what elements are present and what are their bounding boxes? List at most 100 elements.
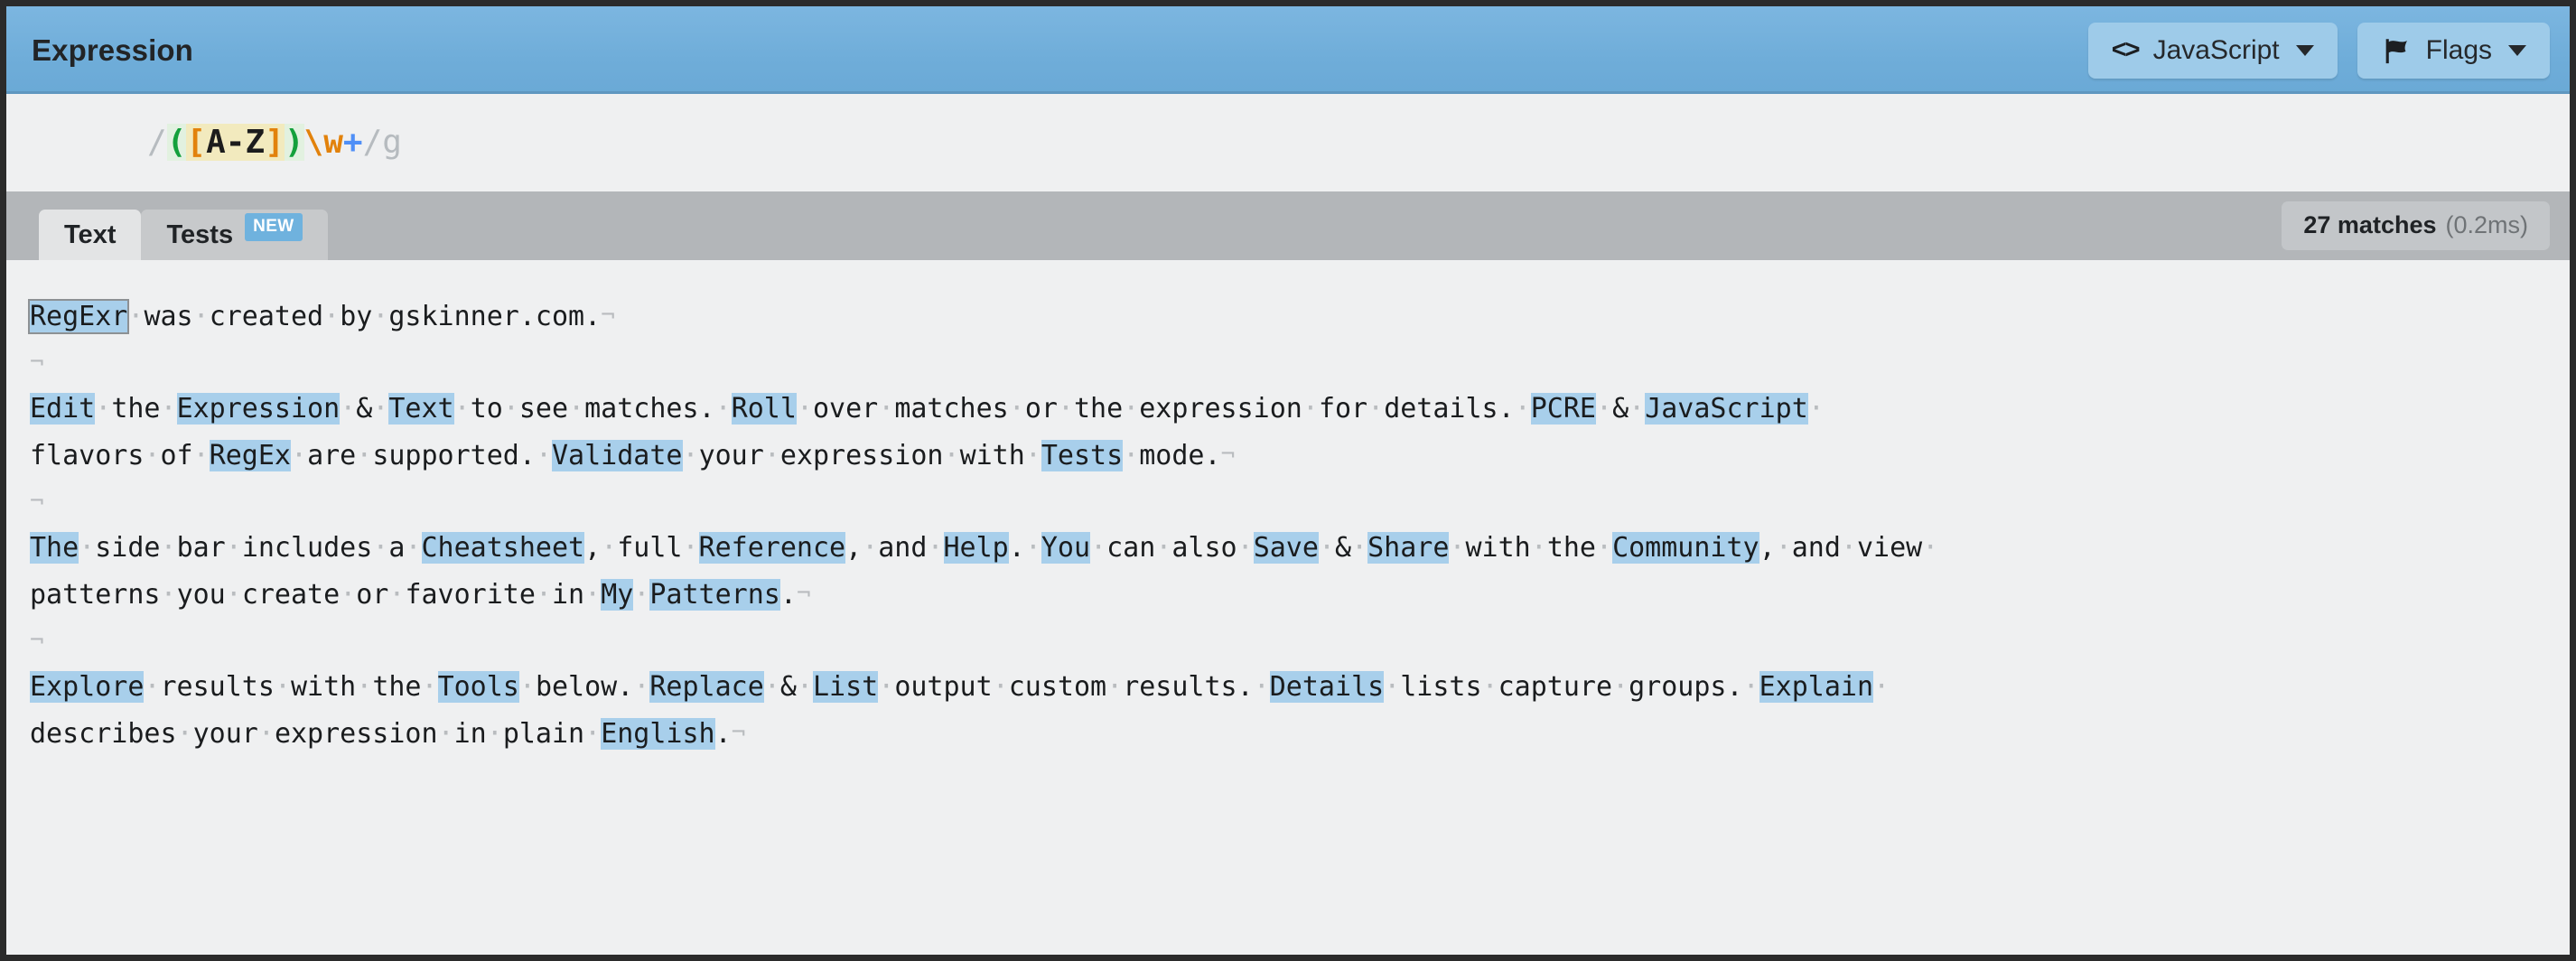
regex-token-set-open: [: [186, 124, 207, 161]
space-dot: ·: [1106, 671, 1124, 703]
space-dot: ·: [682, 440, 699, 471]
space-dot: ·: [176, 718, 193, 750]
text-line: flavors·of·RegEx·are·supported.·Validate…: [30, 440, 1236, 471]
text-line: ¬: [30, 479, 2548, 526]
flags-button[interactable]: Flags: [2357, 22, 2550, 79]
space-dot: ·: [323, 301, 341, 332]
space-dot: ·: [943, 440, 960, 471]
match-highlight[interactable]: Replace: [649, 671, 764, 703]
match-highlight[interactable]: JavaScript: [1645, 393, 1808, 425]
space-dot: ·: [1155, 532, 1172, 564]
regex-token-open-delim: /: [147, 124, 167, 161]
space-dot: ·: [405, 532, 422, 564]
match-highlight[interactable]: Patterns: [649, 579, 780, 611]
space-dot: ·: [714, 393, 732, 425]
space-dot: ·: [518, 671, 536, 703]
space-dot: ·: [633, 579, 650, 611]
space-dot: ·: [1481, 671, 1498, 703]
regex-token-escape: \w: [303, 124, 343, 161]
match-time-label: (0.2ms): [2445, 211, 2528, 238]
text-input-area[interactable]: RegExr·was·created·by·gskinner.com.¬¬Edi…: [6, 260, 2570, 955]
text-line: Edit·the·Expression·&·Text·to·see·matche…: [30, 393, 1825, 425]
space-dot: ·: [568, 393, 585, 425]
match-highlight[interactable]: Tests: [1041, 440, 1124, 471]
match-highlight[interactable]: Cheatsheet: [421, 532, 585, 564]
line-end-glyph: ¬: [601, 302, 615, 329]
space-dot: ·: [1530, 532, 1547, 564]
match-count-badge[interactable]: 27 matches (0.2ms): [2282, 201, 2550, 250]
space-dot: ·: [160, 532, 177, 564]
match-highlight[interactable]: Help: [943, 532, 1009, 564]
page-title: Expression: [32, 33, 193, 67]
space-dot: ·: [878, 671, 895, 703]
space-dot: ·: [927, 532, 944, 564]
match-highlight[interactable]: PCRE: [1530, 393, 1596, 425]
match-highlight[interactable]: Edit: [30, 393, 96, 425]
space-dot: ·: [1612, 671, 1629, 703]
space-dot: ·: [274, 671, 291, 703]
space-dot: ·: [372, 393, 389, 425]
space-dot: ·: [291, 440, 308, 471]
space-dot: ·: [1123, 440, 1140, 471]
space-dot: ·: [1351, 532, 1368, 564]
match-highlight[interactable]: You: [1041, 532, 1091, 564]
space-dot: ·: [1629, 393, 1646, 425]
flavor-label: JavaScript: [2152, 34, 2280, 65]
space-dot: ·: [225, 579, 242, 611]
space-dot: ·: [1367, 393, 1385, 425]
space-dot: ·: [1302, 393, 1319, 425]
space-dot: ·: [992, 671, 1009, 703]
match-highlight[interactable]: The: [30, 532, 79, 564]
match-highlight[interactable]: Explore: [30, 671, 145, 703]
space-dot: ·: [127, 301, 145, 332]
match-highlight[interactable]: Share: [1367, 532, 1450, 564]
new-badge: NEW: [245, 212, 303, 241]
space-dot: ·: [1057, 393, 1074, 425]
match-highlight[interactable]: Expression: [176, 393, 341, 425]
space-dot: ·: [1873, 671, 1890, 703]
space-dot: ·: [633, 671, 650, 703]
space-dot: ·: [95, 393, 112, 425]
text-line: ¬: [30, 618, 2548, 665]
match-highlight[interactable]: Explain: [1759, 671, 1874, 703]
expression-code: /([A-Z])\w+/g: [30, 94, 402, 191]
regex-token-flags: g: [382, 124, 402, 161]
expression-input[interactable]: /([A-Z])\w+/g: [6, 94, 2570, 191]
match-highlight[interactable]: Validate: [552, 440, 683, 471]
space-dot: ·: [601, 532, 618, 564]
match-highlight[interactable]: My: [601, 579, 634, 611]
text-line: The·side·bar·includes·a·Cheatsheet,·full…: [30, 532, 1939, 564]
match-highlight-hover[interactable]: RegExr: [27, 299, 130, 334]
match-highlight[interactable]: Tools: [437, 671, 519, 703]
tab-tests[interactable]: Tests NEW: [141, 210, 328, 260]
line-end-glyph: ¬: [796, 580, 811, 607]
tab-tests-label: Tests: [166, 219, 234, 249]
regex-token-group-open: (: [166, 124, 187, 161]
space-dot: ·: [1775, 532, 1792, 564]
match-highlight[interactable]: Text: [388, 393, 454, 425]
space-dot: ·: [1840, 532, 1857, 564]
match-highlight[interactable]: Community: [1612, 532, 1759, 564]
match-highlight[interactable]: Reference: [698, 532, 846, 564]
space-dot: ·: [584, 579, 602, 611]
match-highlight[interactable]: RegEx: [209, 440, 291, 471]
space-dot: ·: [192, 301, 210, 332]
space-dot: ·: [1596, 393, 1613, 425]
space-dot: ·: [356, 440, 373, 471]
match-highlight[interactable]: Details: [1269, 671, 1385, 703]
chevron-down-icon: [2508, 44, 2526, 56]
match-highlight[interactable]: List: [813, 671, 879, 703]
text-line: describes·your·expression·in·plain·Engli…: [30, 718, 746, 750]
line-end-glyph: ¬: [731, 719, 746, 746]
match-highlight[interactable]: Roll: [731, 393, 797, 425]
tab-text[interactable]: Text: [39, 210, 142, 260]
match-highlight[interactable]: English: [601, 718, 715, 750]
space-dot: ·: [535, 579, 552, 611]
flags-label: Flags: [2425, 34, 2492, 65]
space-dot: ·: [1596, 532, 1613, 564]
tab-strip: Text Tests NEW 27 matches (0.2ms): [6, 191, 2570, 260]
flavor-select-button[interactable]: <> JavaScript: [2087, 22, 2338, 79]
match-highlight[interactable]: Save: [1253, 532, 1319, 564]
space-dot: ·: [1922, 532, 1939, 564]
